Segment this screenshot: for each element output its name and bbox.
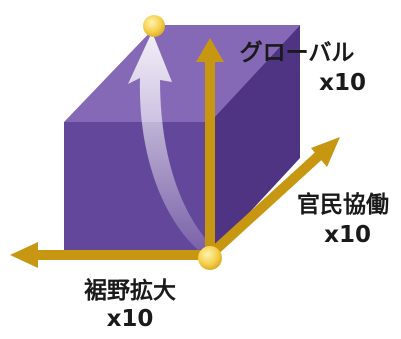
origin-dot (198, 246, 222, 270)
base-expansion-axis-name: 裾野拡大 (84, 278, 176, 304)
public-private-axis-arrow (206, 137, 340, 259)
cube-top-face (64, 25, 300, 122)
base-expansion-axis-multiplier: x10 (106, 306, 154, 333)
cube-right-face (210, 25, 300, 255)
public-private-axis-name: 官民協働 (297, 192, 389, 218)
global-axis-name: グローバル (239, 40, 355, 66)
base-expansion-axis-label: 裾野拡大 x10 (65, 278, 195, 333)
global-axis-label: グローバル x10 (218, 40, 376, 97)
global-axis-arrow (196, 38, 224, 258)
base-expansion-axis-arrow (10, 242, 212, 268)
public-private-axis-multiplier: x10 (324, 222, 371, 249)
global-axis-multiplier: x10 (319, 70, 366, 97)
public-private-axis-label: 官民協働 x10 (285, 192, 401, 249)
top-dot (143, 15, 165, 37)
curved-growth-arrow (128, 32, 212, 250)
